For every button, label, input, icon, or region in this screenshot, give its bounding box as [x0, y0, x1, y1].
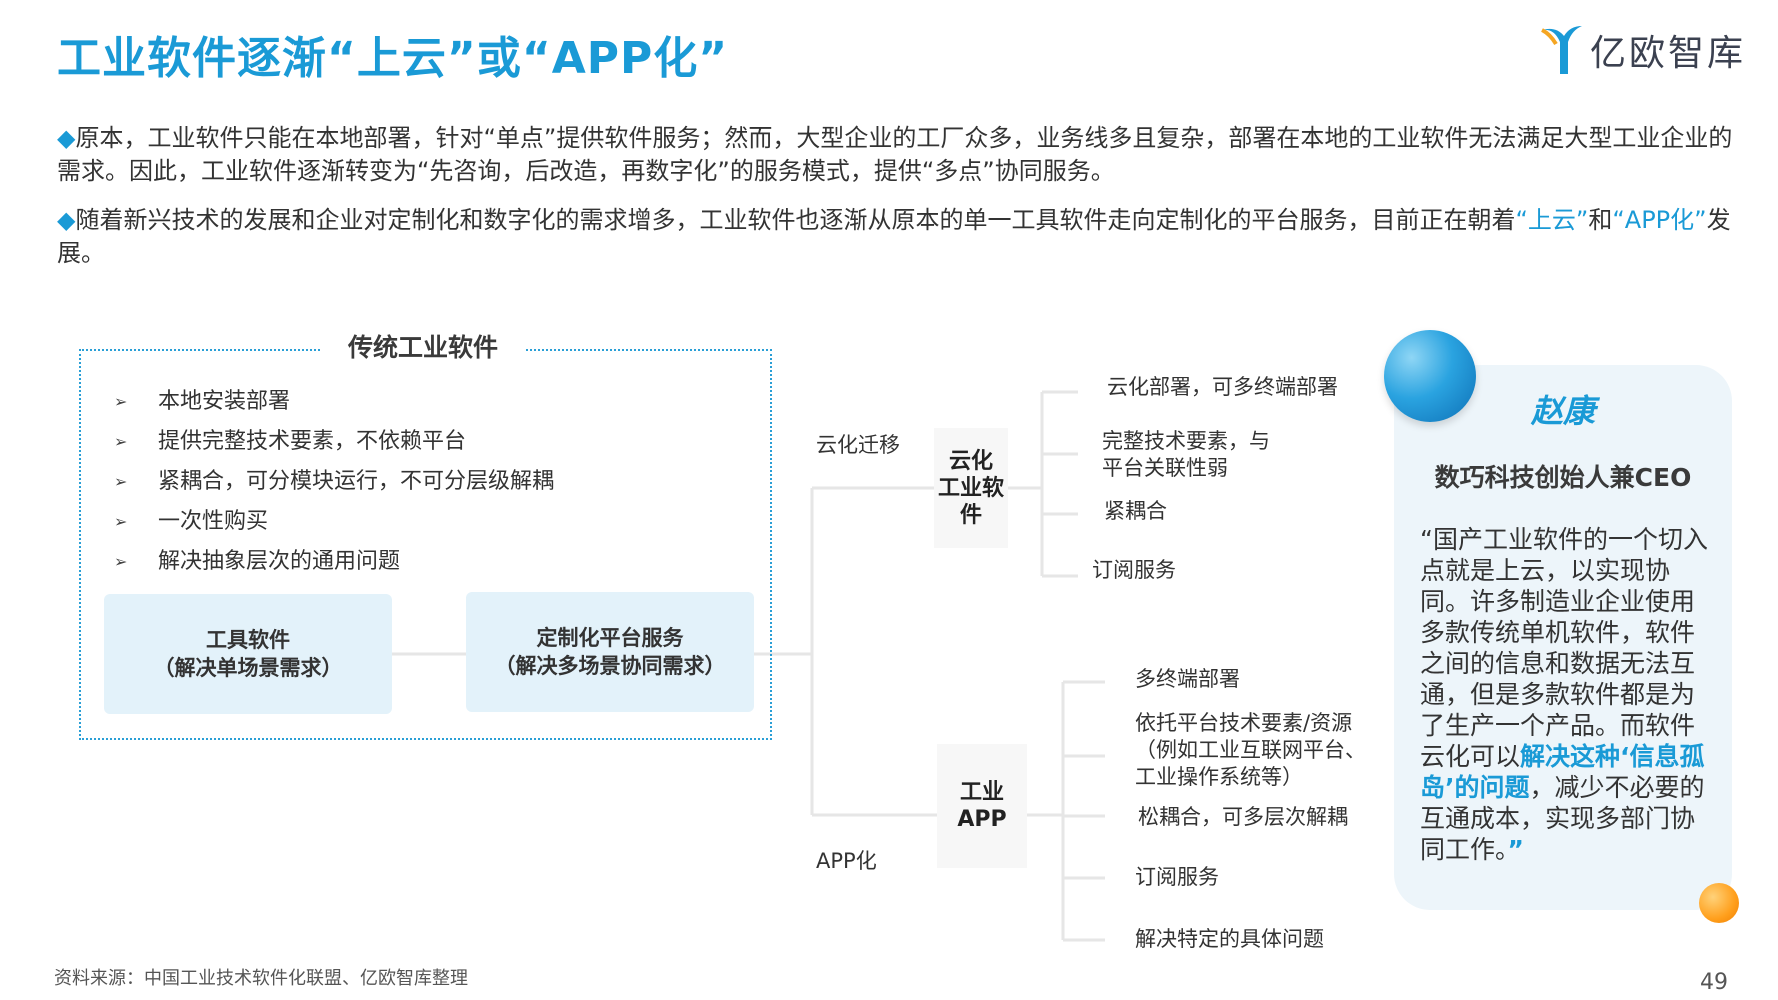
quote-person-role: 数巧科技创始人兼CEO [1394, 458, 1732, 494]
app-leaf: 多终端部署 [1135, 666, 1240, 693]
arrow-bullet-icon: ➢ [114, 422, 158, 462]
cloud-migration-label: 云化迁移 [816, 429, 900, 459]
cloud-node-line: 工业软 [938, 475, 1004, 502]
orange-sphere-decoration [1699, 883, 1739, 923]
traditional-feature-list: ➢本地安装部署 ➢提供完整技术要素，不依赖平台 ➢紧耦合，可分模块运行，不可分层… [114, 382, 554, 582]
source-note: 资料来源：中国工业技术软件化联盟、亿欧智库整理 [54, 964, 468, 990]
quote-person-name: 赵康 [1394, 386, 1732, 432]
arrow-bullet-icon: ➢ [114, 462, 158, 502]
list-item-text: 紧耦合，可分模块运行，不可分层级解耦 [158, 462, 554, 502]
app-leaf: 依托平台技术要素/资源 （例如工业互联网平台、 工业操作系统等） [1135, 710, 1366, 791]
quote-text-part: “国产工业软件的一个切入点就是上云，以实现协同。许多制造业企业使用多款传统单机软… [1420, 525, 1708, 771]
list-item: ➢一次性购买 [114, 502, 554, 542]
cloud-software-node: 云化 工业软 件 [934, 428, 1008, 548]
cloud-node-line: 件 [960, 502, 982, 529]
tool-software-label: 工具软件 [206, 626, 290, 654]
app-leaf: 订阅服务 [1135, 864, 1219, 891]
app-leaf: 解决特定的具体问题 [1135, 926, 1324, 953]
arrow-bullet-icon: ➢ [114, 542, 158, 582]
list-item-text: 提供完整技术要素，不依赖平台 [158, 422, 466, 462]
list-item: ➢提供完整技术要素，不依赖平台 [114, 422, 554, 462]
list-item-text: 一次性购买 [158, 502, 268, 542]
tool-software-box: 工具软件 （解决单场景需求） [104, 594, 392, 714]
app-leaf: 松耦合，可多层次解耦 [1138, 804, 1348, 831]
platform-service-sub: （解决多场景协同需求） [495, 652, 726, 680]
cloud-leaf: 紧耦合 [1104, 498, 1167, 525]
app-label: APP化 [816, 845, 877, 875]
cloud-leaf: 云化部署，可多终端部署 [1107, 374, 1338, 401]
traditional-software-title: 传统工业软件 [322, 328, 524, 364]
arrow-bullet-icon: ➢ [114, 502, 158, 542]
tool-software-sub: （解决单场景需求） [154, 654, 343, 682]
arrow-bullet-icon: ➢ [114, 382, 158, 422]
quote-text: “国产工业软件的一个切入点就是上云，以实现协同。许多制造业企业使用多款传统单机软… [1420, 524, 1710, 865]
cloud-leaf: 订阅服务 [1092, 557, 1176, 584]
list-item-text: 解决抽象层次的通用问题 [158, 542, 400, 582]
list-item: ➢本地安装部署 [114, 382, 554, 422]
app-node-line: APP [957, 806, 1006, 833]
list-item: ➢解决抽象层次的通用问题 [114, 542, 554, 582]
page-number: 49 [1700, 970, 1728, 995]
cloud-leaf: 完整技术要素，与 平台关联性弱 [1102, 428, 1270, 482]
app-node-line: 工业 [960, 779, 1004, 806]
list-item-text: 本地安装部署 [158, 382, 290, 422]
cloud-node-line: 云化 [949, 448, 993, 475]
quote-close-mark: ” [1508, 835, 1524, 864]
list-item: ➢紧耦合，可分模块运行，不可分层级解耦 [114, 462, 554, 502]
platform-service-label: 定制化平台服务 [537, 624, 684, 652]
platform-service-box: 定制化平台服务 （解决多场景协同需求） [466, 592, 754, 712]
industrial-app-node: 工业 APP [937, 744, 1027, 868]
